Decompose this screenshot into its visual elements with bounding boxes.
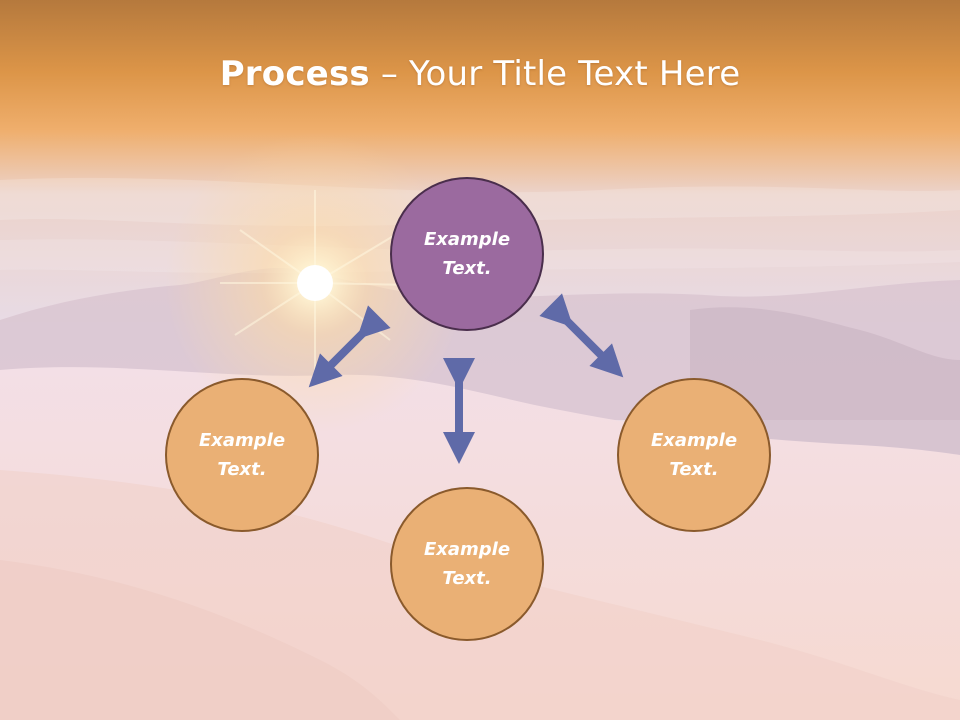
node-bottom: Example Text. bbox=[390, 487, 544, 641]
node-top: Example Text. bbox=[390, 177, 544, 331]
node-left: Example Text. bbox=[165, 378, 319, 532]
node-right-label: Example Text. bbox=[650, 430, 738, 480]
slide-title: Process – Your Title Text Here bbox=[220, 54, 741, 94]
node-bottom-label: Example Text. bbox=[423, 539, 511, 589]
title-bold-part: Process bbox=[219, 54, 370, 94]
arrow-top-left bbox=[308, 305, 391, 388]
node-right: Example Text. bbox=[617, 378, 771, 532]
title-band: Process – Your Title Text Here bbox=[0, 0, 960, 150]
title-rest-part: – Your Title Text Here bbox=[369, 54, 741, 94]
node-left-label: Example Text. bbox=[198, 430, 286, 480]
node-top-label: Example Text. bbox=[423, 229, 511, 279]
arrow-top-right bbox=[539, 293, 624, 378]
